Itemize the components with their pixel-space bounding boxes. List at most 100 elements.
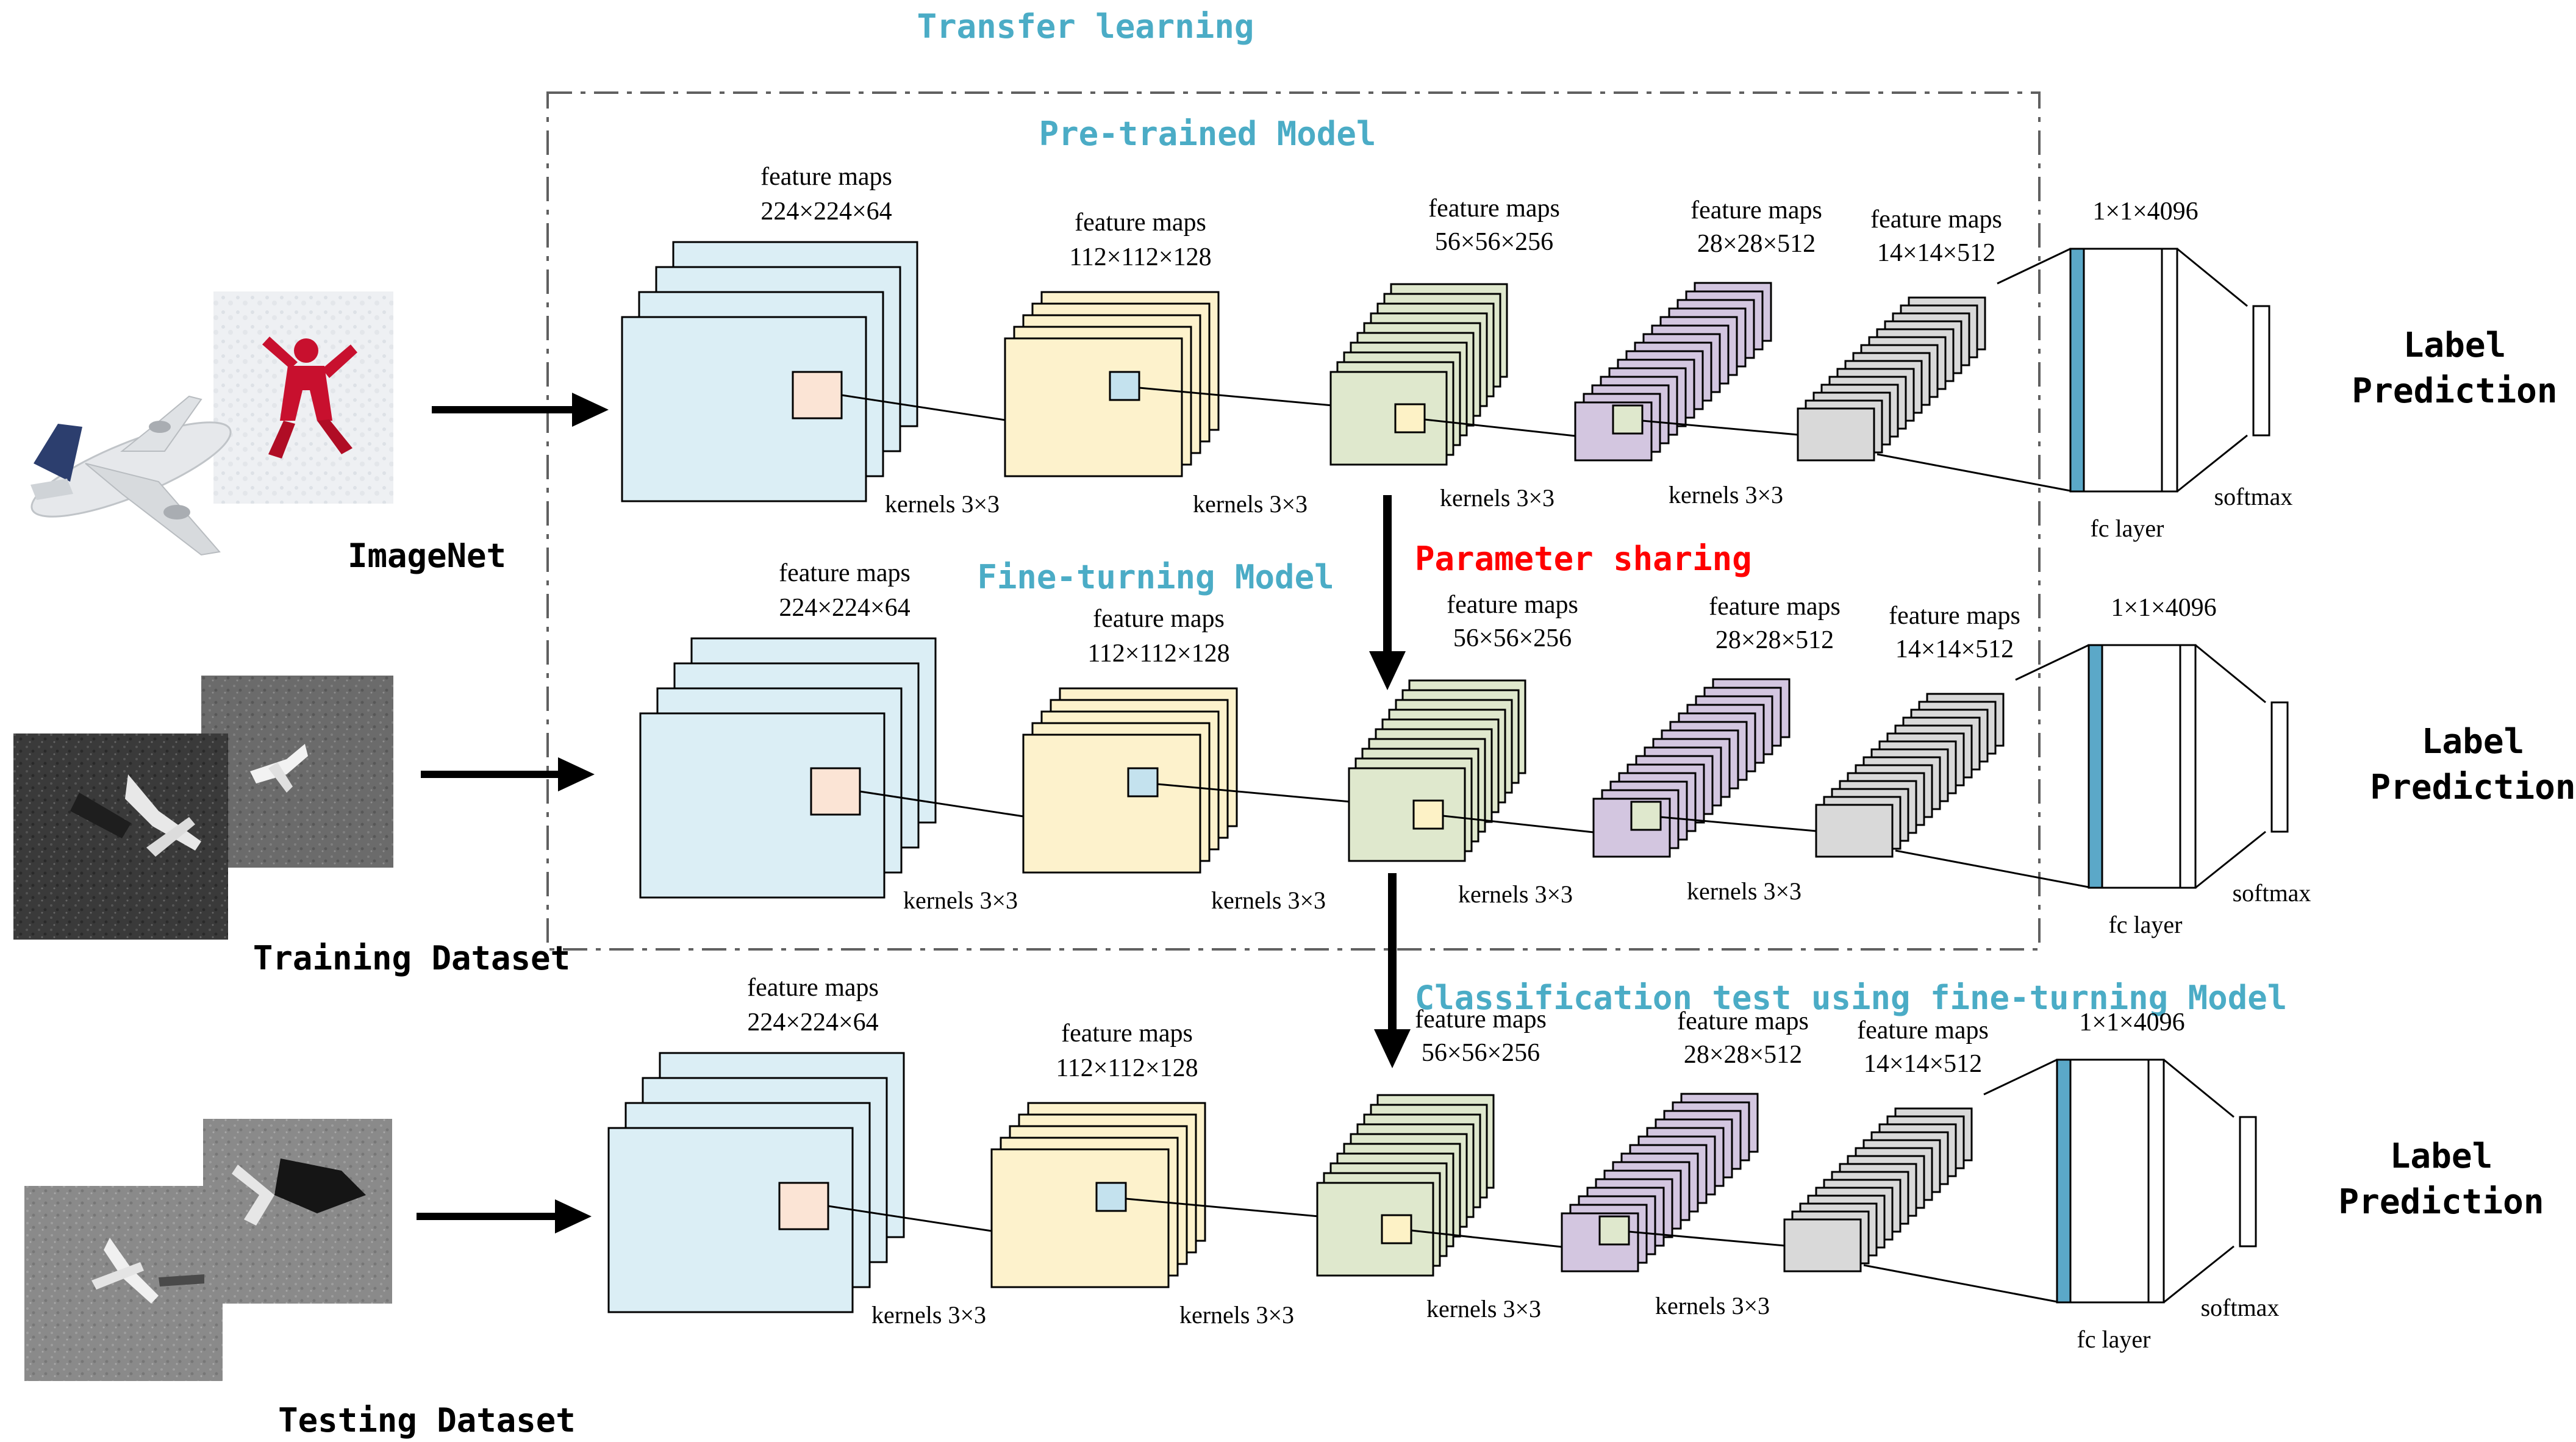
pretrained-stage2-kernel [1109,371,1140,401]
pretrained-fc-layer-label: fc layer [2090,515,2164,542]
test-stage1-dims: 224×224×64 [747,1008,878,1037]
test-network-row: feature maps 224×224×64 kernels 3×3 feature… [417,974,2544,1353]
test-stage1-feature-maps [607,1052,905,1313]
test-stage3-feature-maps [1316,1094,1495,1277]
test-softmax-box [2239,1116,2257,1247]
fineturning-stage2-kernels-label: kernels 3×3 [1211,887,1326,914]
pretrained-softmax-label: softmax [2214,483,2293,510]
test-input-arrow [417,1199,592,1233]
pretrained-stage4-kernels-label: kernels 3×3 [1669,481,1783,509]
fineturning-fc-dims: 1×1×4096 [2111,594,2216,622]
pretrained-stage3-feature-maps-label: feature maps [1428,195,1560,223]
fineturning-stage2-kernel [1127,767,1159,798]
fineturning-stage4-kernels-label: kernels 3×3 [1687,877,1801,905]
testing-dataset-images [24,1119,392,1381]
fineturning-stage1-dims: 224×224×64 [779,594,910,622]
test-stage3-feature-maps-label: feature maps [1415,1005,1547,1033]
test-fc-layer-label: fc layer [2077,1326,2150,1353]
pretrained-stage4-dims: 28×28×512 [1697,230,1816,258]
training-dataset-label: Training Dataset [253,939,570,977]
pretrained-stage2-feature-maps-label: feature maps [1075,209,1206,237]
fineturning-stage4-dims: 28×28×512 [1716,626,1834,654]
test-prediction-text: Prediction [2338,1182,2544,1222]
transfer-learning-title: Transfer learning [917,7,1254,46]
classification-test-title: Classification test using fine-turning M… [1415,979,2287,1017]
testing-dataset-label: Testing Dataset [278,1401,576,1440]
fineturning-stage1-kernels-label: kernels 3×3 [903,887,1018,914]
test-stage5-feature-maps [1783,1107,1973,1272]
fineturning-softmax-box [2270,701,2289,833]
pretrained-stage1-feature-maps-label: feature maps [760,163,892,191]
test-stage4-kernel [1598,1215,1630,1246]
test-fc-dims: 1×1×4096 [2079,1008,2184,1037]
test-stage4-dims: 28×28×512 [1684,1041,1802,1069]
pretrained-stage5-feature-maps [1797,296,1986,462]
fineturning-stage2-feature-maps-label: feature maps [1093,605,1225,633]
fineturning-stage3-feature-maps [1348,679,1526,862]
fineturning-stage1-kernel [810,767,861,816]
pretrained-stage4-feature-maps [1574,282,1772,462]
fineturning-stage1-feature-maps-label: feature maps [779,559,911,587]
test-stage2-feature-maps-label: feature maps [1061,1019,1193,1048]
training-dataset-images [13,676,393,940]
fineturning-model-title: Fine-turning Model [977,558,1334,596]
fineturning-softmax-label: softmax [2233,879,2311,907]
test-stage1-kernels-label: kernels 3×3 [871,1301,986,1329]
fineturning-stage4-feature-maps-label: feature maps [1709,593,1841,621]
transfer-learning-frame [546,91,2041,951]
testing-image-back [203,1119,392,1304]
parameter-sharing-label: Parameter sharing [1415,540,1752,578]
test-stage5-dims: 14×14×512 [1864,1050,1982,1078]
imagenet-label: ImageNet [348,537,506,575]
test-stage3-dims: 56×56×256 [1422,1039,1540,1067]
person-in-snow-figure [262,337,357,459]
pretrained-stage3-feature-maps [1329,283,1508,466]
test-label-text: Label [2390,1137,2493,1176]
test-stage4-feature-maps-label: feature maps [1677,1007,1809,1035]
pretrained-stage3-kernel [1394,403,1426,434]
pretrained-stage3-kernels-label: kernels 3×3 [1440,484,1555,512]
imagenet-images [30,291,393,556]
fineturning-stage5-feature-maps-label: feature maps [1889,602,2020,630]
pretrained-stage4-feature-maps-label: feature maps [1690,196,1822,224]
fineturning-network-row: feature maps 224×224×64 kernels 3×3 feature… [421,559,2576,938]
fineturning-fc-layer [1895,644,2266,889]
pretrained-stage1-kernel [792,371,843,419]
fineturning-stage4-feature-maps [1592,678,1791,858]
fineturning-stage3-dims: 56×56×256 [1453,624,1572,652]
test-stage4-kernels-label: kernels 3×3 [1655,1292,1770,1319]
parameter-sharing-arrow-bottom [1374,873,1411,1068]
pretrained-model-title: Pre-trained Model [1039,115,1376,153]
fineturning-stage5-dims: 14×14×512 [1895,635,2014,663]
fineturning-stage2-feature-maps [1022,687,1238,874]
training-image-back [201,676,393,868]
pretrained-label-text: Label [2403,326,2506,365]
parameter-sharing-arrow-top [1369,495,1406,690]
pretrained-stage1-dims: 224×224×64 [760,198,892,226]
fineturning-input-arrow [421,757,595,791]
test-stage5-feature-maps-label: feature maps [1857,1016,1989,1044]
pretrained-stage2-feature-maps [1004,291,1220,477]
fineturning-stage3-kernels-label: kernels 3×3 [1458,880,1573,908]
pretrained-input-arrow [432,393,609,427]
test-stage2-dims: 112×112×128 [1056,1054,1198,1082]
test-stage3-kernels-label: kernels 3×3 [1426,1295,1541,1322]
test-stage2-kernel [1095,1182,1127,1212]
fineturning-fc-layer-label: fc layer [2108,911,2182,938]
fineturning-stage5-feature-maps [1815,693,2005,858]
airplane-image [30,395,232,556]
pretrained-stage3-dims: 56×56×256 [1435,228,1553,256]
test-fc-layer [1863,1058,2234,1304]
pretrained-stage1-kernels-label: kernels 3×3 [885,490,1000,518]
fineturning-stage2-dims: 112×112×128 [1087,640,1229,668]
test-stage3-kernel [1381,1214,1412,1244]
pretrained-fc-layer [1877,248,2248,493]
fineturning-stage1-feature-maps [639,637,937,899]
pretrained-stage2-dims: 112×112×128 [1069,243,1211,271]
fineturning-label-text: Label [2422,722,2525,762]
pretrained-softmax-box [2252,305,2270,437]
pretrained-network-row: feature maps 224×224×64 kernels 3×3 feature… [432,163,2558,542]
test-stage4-feature-maps [1561,1093,1759,1272]
fineturning-stage3-kernel [1412,799,1444,830]
test-stage2-kernels-label: kernels 3×3 [1179,1301,1294,1329]
